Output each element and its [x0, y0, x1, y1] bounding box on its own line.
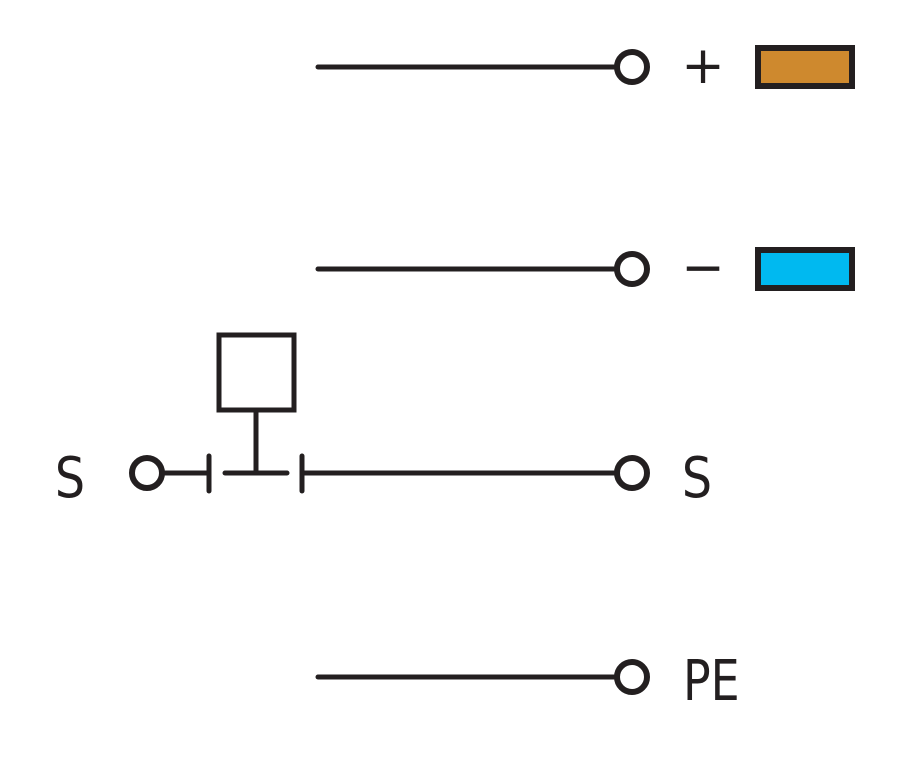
plus-color-marker	[755, 45, 855, 89]
pe-label: PE	[683, 649, 740, 715]
signal-left-label: S	[55, 446, 85, 511]
pe-terminal	[614, 659, 650, 695]
plus-terminal	[614, 49, 650, 85]
minus-label: −	[681, 238, 725, 298]
signal-left-terminal	[129, 455, 165, 491]
signal-right-terminal	[614, 455, 650, 491]
plus-label: +	[681, 36, 725, 96]
actuator-box	[216, 332, 297, 413]
minus-color-marker	[755, 247, 855, 291]
minus-terminal	[614, 251, 650, 287]
signal-right-label: S	[682, 446, 712, 511]
